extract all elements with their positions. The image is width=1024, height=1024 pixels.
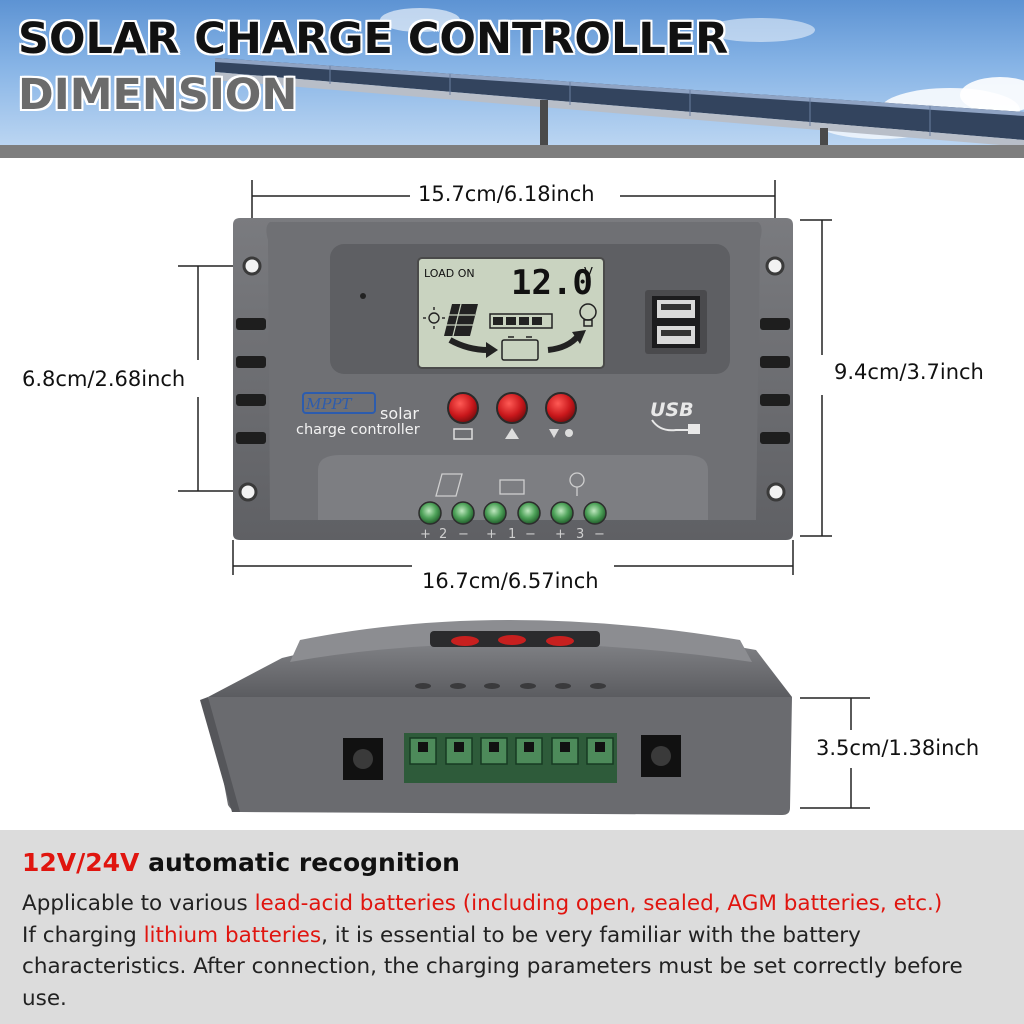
page-subtitle: DIMENSION xyxy=(18,70,298,120)
dimension-line-right xyxy=(800,219,832,537)
body-line2-highlight: lithium batteries xyxy=(143,922,322,948)
terminal-label: − xyxy=(594,527,605,542)
info-headline: 12V/24V automatic recognition xyxy=(22,848,460,877)
brand-word: solar xyxy=(380,404,419,423)
solar-panel-icon xyxy=(444,304,478,336)
terminal-label: − xyxy=(525,527,536,542)
banner-divider xyxy=(0,145,1024,158)
lcd-unit: V xyxy=(584,266,593,281)
terminal-row xyxy=(418,501,607,525)
brand-line2: charge controller xyxy=(296,422,420,438)
headline-text: automatic recognition xyxy=(139,848,460,877)
info-panel: 12V/24V automatic recognition Applicable… xyxy=(0,830,1024,1024)
body-line1-text: Applicable to various xyxy=(22,891,255,916)
width-top-label: 15.7cm/6.18inch xyxy=(414,182,599,206)
terminal-label: 3 xyxy=(576,527,584,542)
button-down xyxy=(545,392,577,438)
header-banner: SOLAR CHARGE CONTROLLER DIMENSION xyxy=(0,0,1024,147)
solar-panel-photo xyxy=(215,8,1024,147)
usb-logo: USB xyxy=(650,399,694,421)
height-left-label: 6.8cm/2.68inch xyxy=(22,367,186,391)
terminal-label: + xyxy=(555,527,566,542)
body-line2-rest: , it is essential to be very familiar wi… xyxy=(22,922,963,1011)
info-body: Applicable to various lead-acid batterie… xyxy=(22,888,1012,1014)
controller-front-view: LOAD ON 12.0 V MPPT solar charge control… xyxy=(233,218,793,542)
controller-drawing: LOAD ON 12.0 V MPPT solar charge control… xyxy=(178,180,870,815)
terminal-label: 1 xyxy=(508,527,516,542)
headline-voltage: 12V/24V xyxy=(22,848,140,877)
page-title: SOLAR CHARGE CONTROLLER xyxy=(18,14,729,64)
battery-level-icon xyxy=(489,313,553,329)
lcd-status-label: LOAD ON xyxy=(424,267,475,280)
width-bottom-label: 16.7cm/6.57inch xyxy=(418,569,603,593)
sun-icon xyxy=(423,307,445,329)
lcd-voltage-readout: 12.0 xyxy=(511,263,593,303)
battery-icon xyxy=(501,336,539,361)
button-menu xyxy=(447,392,479,440)
body-line2-text: If charging xyxy=(22,922,144,948)
terminal-label: + xyxy=(420,527,431,542)
depth-label: 3.5cm/1.38inch xyxy=(816,736,980,760)
terminal-labels: + 2 − + 1 − + 3 − xyxy=(420,527,605,542)
usb-port-icon xyxy=(645,290,707,354)
terminal-label: 2 xyxy=(439,527,447,542)
terminal-label: − xyxy=(458,527,469,542)
dimension-line-bottom xyxy=(232,540,794,575)
bulb-icon xyxy=(579,303,597,327)
height-right-label: 9.4cm/3.7inch xyxy=(834,360,984,384)
body-line1-highlight: lead-acid batteries (including open, sea… xyxy=(254,891,943,916)
button-up xyxy=(496,392,528,439)
controller-side-view xyxy=(200,620,792,815)
mppt-badge: MPPT xyxy=(305,395,353,413)
terminal-label: + xyxy=(486,527,497,542)
dimension-line-depth xyxy=(800,697,870,809)
